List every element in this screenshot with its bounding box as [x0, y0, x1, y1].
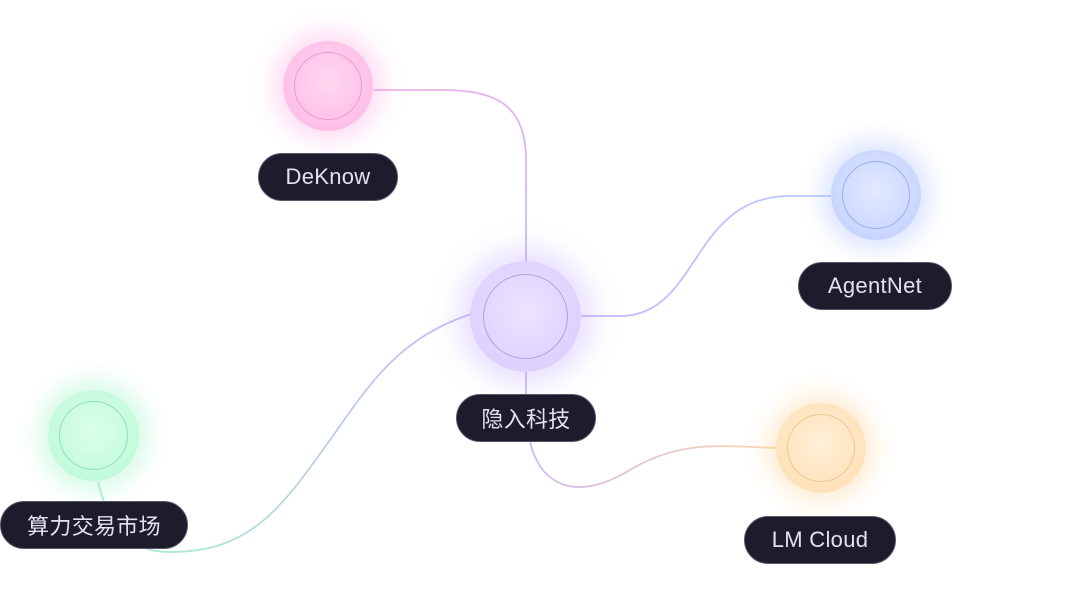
link-deknow	[373, 89, 527, 262]
market-node-circle[interactable]	[48, 390, 139, 481]
center-node-ring	[483, 274, 568, 359]
agentnet-node-circle[interactable]	[831, 150, 921, 240]
lmcloud-node-ring	[787, 414, 855, 482]
market-node-label[interactable]: 算力交易市场	[0, 501, 188, 549]
lmcloud-node-label[interactable]: LM Cloud	[744, 516, 896, 564]
lmcloud-node-circle[interactable]	[776, 403, 866, 493]
agentnet-node-ring	[842, 161, 910, 229]
deknow-node-circle[interactable]	[283, 41, 373, 131]
market-node-ring	[59, 401, 128, 470]
deknow-node-label[interactable]: DeKnow	[258, 153, 398, 201]
center-node-label[interactable]: 隐入科技	[456, 394, 596, 442]
center-node-circle[interactable]	[470, 261, 581, 372]
link-agentnet	[581, 195, 831, 317]
agentnet-node-label[interactable]: AgentNet	[798, 262, 952, 310]
link-lmcloud	[525, 372, 777, 488]
deknow-node-ring	[294, 52, 362, 120]
